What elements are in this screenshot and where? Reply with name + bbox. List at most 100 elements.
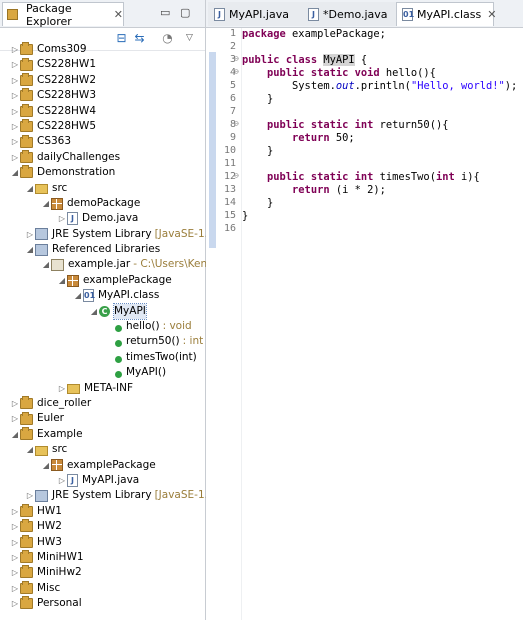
tree-item-myapi-class[interactable]: ◢ 01 MyAPI.class	[0, 288, 205, 303]
public-static-method-icon	[115, 340, 122, 348]
collapse-icon[interactable]: ◢	[42, 260, 50, 270]
expand-icon[interactable]: ▷	[11, 137, 19, 147]
tree-item-myapi-java[interactable]: ▷ J MyAPI.java	[0, 473, 205, 488]
tree-item-coms309[interactable]: ▷ Coms309	[0, 42, 205, 57]
tree-item-jre-library[interactable]: ▷ JRE System Library [JavaSE-1.8]	[0, 227, 219, 242]
expand-icon[interactable]: ▷	[11, 91, 19, 101]
tree-item-example-examplepackage[interactable]: ◢ examplePackage	[0, 458, 205, 473]
tree-item-minihw2[interactable]: ▷ MiniHw2	[0, 565, 205, 580]
tab-myapi-java[interactable]: J MyAPI.java	[208, 2, 302, 26]
jar-icon	[51, 259, 64, 272]
expand-icon[interactable]: ▷	[58, 214, 66, 224]
focus-on-task-icon[interactable]: ◔	[162, 31, 173, 45]
collapse-icon[interactable]: ◢	[90, 306, 98, 316]
tree-item-demo-java[interactable]: ▷ J Demo.java	[0, 211, 205, 226]
tree-item-dailychallenges[interactable]: ▷ dailyChallenges	[0, 149, 205, 165]
tree-item-label: MyAPI.class	[98, 289, 160, 302]
link-with-editor-icon[interactable]: ⇆	[134, 31, 145, 45]
fold-icon[interactable]: ⊖	[234, 119, 239, 128]
fold-icon[interactable]: ⊖	[234, 171, 239, 180]
tree-item-hw1[interactable]: ▷ HW1	[0, 503, 205, 519]
tree-item-label: HW1	[37, 504, 62, 517]
collapse-icon[interactable]: ◢	[26, 245, 34, 255]
tree-item-label: JRE System Library	[52, 489, 152, 502]
expand-icon[interactable]: ▷	[11, 152, 19, 162]
expand-icon[interactable]: ▷	[11, 568, 19, 578]
expand-icon[interactable]: ▷	[11, 398, 19, 408]
expand-icon[interactable]: ▷	[26, 229, 34, 239]
expand-icon[interactable]: ▷	[11, 75, 19, 85]
collapse-icon[interactable]: ◢	[74, 291, 82, 301]
project-icon	[20, 565, 33, 579]
tree-item-example-jre-library[interactable]: ▷ JRE System Library [JavaSE-1.8]	[0, 488, 219, 503]
tree-item-cs228hw5[interactable]: ▷ CS228HW5	[0, 119, 205, 134]
expand-icon[interactable]: ▷	[11, 506, 19, 516]
tree-item-personal[interactable]: ▷ Personal	[0, 596, 205, 611]
tree-item-cs228hw3[interactable]: ▷ CS228HW3	[0, 88, 205, 103]
close-icon[interactable]: ✕	[113, 8, 123, 21]
tree-item-cs228hw4[interactable]: ▷ CS228HW4	[0, 103, 205, 119]
collapse-all-icon[interactable]: ⊟	[116, 31, 127, 45]
tree-item-referenced-libraries[interactable]: ◢ Referenced Libraries	[0, 242, 205, 257]
expand-icon[interactable]: ▷	[11, 522, 19, 532]
collapse-icon[interactable]: ◢	[58, 275, 66, 285]
collapse-icon[interactable]: ◢	[26, 445, 34, 455]
expand-icon[interactable]: ▷	[11, 106, 19, 116]
tree-item-example-jar[interactable]: ◢ example.jar - C:\Users\Kend	[0, 257, 214, 272]
tree-item-myapi-type[interactable]: ◢ C MyAPI	[0, 302, 205, 321]
collapse-icon[interactable]: ◢	[11, 429, 19, 439]
expand-icon[interactable]: ▷	[11, 537, 19, 547]
package-explorer-tab[interactable]: Package Explorer ✕	[2, 2, 124, 27]
tree-item-label: CS363	[37, 135, 72, 148]
tree-item-demonstration[interactable]: ◢ Demonstration	[0, 165, 205, 180]
minimize-icon[interactable]: ▭	[160, 6, 171, 19]
tree-item-hw3[interactable]: ▷ HW3	[0, 534, 205, 550]
expand-icon[interactable]: ▷	[26, 491, 34, 501]
tree-item-cs363[interactable]: ▷ CS363	[0, 134, 205, 149]
view-menu-icon[interactable]: ▽	[186, 33, 193, 43]
expand-icon[interactable]: ▷	[58, 383, 66, 393]
tree-item-src[interactable]: ◢ src	[0, 181, 205, 196]
code-editor[interactable]: 1 2 3 4 5 6 7 8 9 10 11 12 13 14 15 16 ⊖…	[206, 28, 523, 620]
tree-item-method-timestwo[interactable]: timesTwo(int)	[0, 350, 205, 365]
tree-item-euler[interactable]: ▷ Euler	[0, 411, 205, 426]
tree-item-example[interactable]: ◢ Example	[0, 426, 205, 442]
fold-icon[interactable]: ⊖	[234, 54, 239, 63]
tree-item-meta-inf[interactable]: ▷ META-INF	[0, 381, 205, 396]
code-text: i){	[454, 171, 480, 183]
tree-item-minihw1[interactable]: ▷ MiniHW1	[0, 550, 205, 565]
tree-item-method-return50[interactable]: return50() : int	[0, 334, 205, 349]
project-icon	[20, 119, 33, 133]
collapse-icon[interactable]: ◢	[11, 168, 19, 178]
expand-icon[interactable]: ▷	[11, 583, 19, 593]
tree-item-example-src[interactable]: ◢ src	[0, 442, 205, 457]
editor-tabbar: J MyAPI.java J *Demo.java 01 MyAPI.class…	[206, 0, 523, 28]
tree-item-constructor-myapi[interactable]: MyAPI()	[0, 365, 205, 380]
expand-icon[interactable]: ▷	[11, 414, 19, 424]
expand-icon[interactable]: ▷	[11, 552, 19, 562]
expand-icon[interactable]: ▷	[11, 121, 19, 131]
tree-item-demopackage[interactable]: ◢ demoPackage	[0, 196, 205, 211]
collapse-icon[interactable]: ◢	[26, 183, 34, 193]
expand-icon[interactable]: ▷	[11, 599, 19, 609]
tab-demo-java[interactable]: J *Demo.java	[302, 2, 396, 26]
tree-item-examplepackage[interactable]: ◢ examplePackage	[0, 273, 205, 288]
tree-item-method-hello[interactable]: hello() : void	[0, 319, 205, 334]
maximize-icon[interactable]: ▢	[180, 6, 191, 19]
close-icon[interactable]: ✕	[487, 8, 497, 21]
tree-item-hw2[interactable]: ▷ HW2	[0, 519, 205, 534]
expand-icon[interactable]: ▷	[11, 60, 19, 70]
project-icon	[20, 550, 33, 564]
tree-item-label: examplePackage	[67, 458, 156, 471]
expand-icon[interactable]: ▷	[11, 45, 19, 54]
tree-item-cs228hw1[interactable]: ▷ CS228HW1	[0, 57, 205, 72]
code-text: 50;	[329, 132, 355, 144]
tree-item-cs228hw2[interactable]: ▷ CS228HW2	[0, 72, 205, 88]
tab-myapi-class[interactable]: 01 MyAPI.class ✕	[396, 2, 497, 26]
fold-icon[interactable]: ⊖	[234, 67, 239, 76]
collapse-icon[interactable]: ◢	[42, 198, 50, 208]
tree-item-dice-roller[interactable]: ▷ dice_roller	[0, 396, 205, 411]
tree-item-misc[interactable]: ▷ Misc	[0, 580, 205, 596]
collapse-icon[interactable]: ◢	[42, 460, 50, 470]
expand-icon[interactable]: ▷	[58, 475, 66, 485]
